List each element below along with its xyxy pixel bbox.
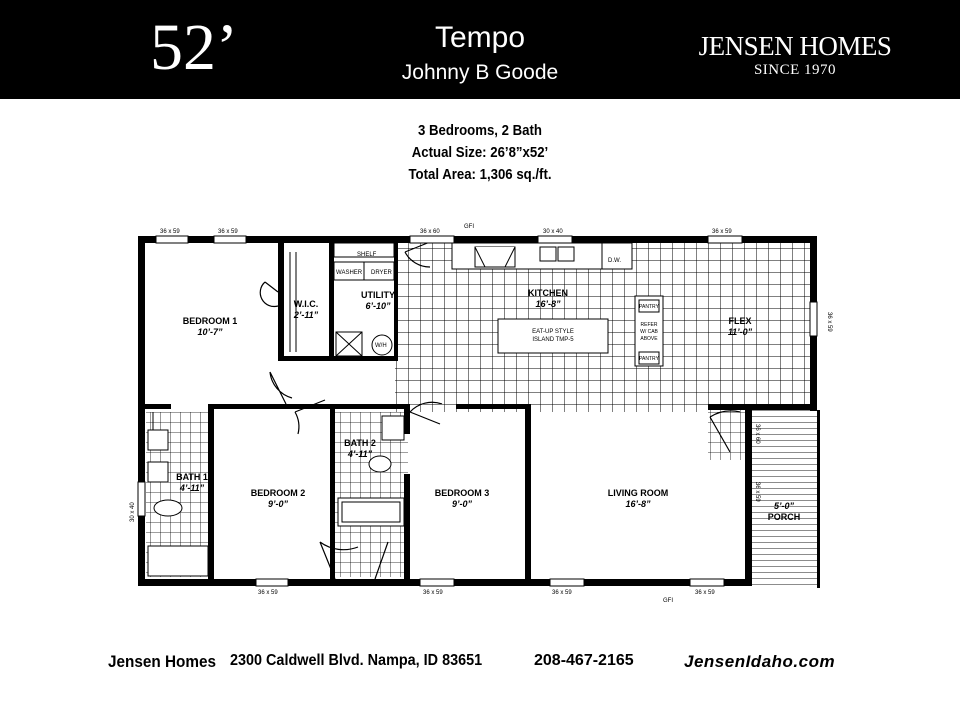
gfi-top: GFI [464, 224, 474, 230]
kitchen-label: KITCHEN [528, 288, 568, 298]
window-bottom-2: 36 x 59 [423, 590, 443, 596]
laundry [333, 242, 395, 357]
window-right-2: 36 x 60 [754, 424, 760, 444]
wic-label: W.I.C. [294, 299, 319, 309]
shelf-label: SHELF [357, 252, 377, 258]
actual-size: Actual Size: 26’8”x52’ [411, 144, 549, 161]
bed-bath-count: 3 Bedrooms, 2 Bath [418, 122, 542, 139]
window-top-1: 36 x 59 [160, 229, 180, 235]
bath2-dim: 4’-11” [347, 449, 373, 459]
bedroom3-label: BEDROOM 3 [435, 488, 490, 498]
header-bar: 52’ Tempo Johnny B Goode JENSEN HOMES SI… [0, 0, 960, 99]
bedroom1-label: BEDROOM 1 [183, 316, 238, 326]
bedroom1-dim: 10’-7” [197, 327, 223, 337]
window-top-3: 36 x 60 [420, 229, 440, 235]
washer-label: WASHER [336, 270, 363, 276]
dishwasher-label: D.W. [608, 258, 621, 264]
floor-plan: SHELF WASHER DRYER W/H D.W. EAT-UP STYLE… [130, 224, 832, 604]
doors [259, 241, 741, 580]
bath2-label: BATH 2 [344, 438, 376, 448]
bedroom3-dim: 9’-0” [452, 499, 473, 509]
window-bottom-3: 36 x 59 [552, 590, 572, 596]
window-right-3: 36 x 59 [754, 482, 760, 502]
porch-dim: 5’-0” [774, 501, 795, 511]
utility-label: UTILITY [361, 290, 395, 300]
pantry-bottom-label: PANTRY [639, 356, 659, 362]
footer-phone: 208-467-2165 [534, 652, 634, 669]
window-bottom-4: 36 x 59 [695, 590, 715, 596]
brand-logo: JENSEN HOMES [698, 31, 892, 61]
window-top-5: 36 x 59 [712, 229, 732, 235]
bath1-label: BATH 1 [176, 472, 208, 482]
footer-website[interactable]: JensenIdaho.com [684, 652, 836, 671]
footer-company: Jensen Homes [108, 652, 216, 671]
home-length: 52’ [150, 11, 238, 84]
gfi-bottom: GFI [663, 598, 673, 604]
window-left-1: 30 x 40 [130, 502, 136, 522]
total-area: Total Area: 1,306 sq./ft. [408, 166, 552, 183]
living-room-label: LIVING ROOM [608, 488, 669, 498]
brand-since: SINCE 1970 [753, 62, 837, 78]
porch-deck [750, 410, 820, 588]
model-name: Tempo [434, 21, 526, 54]
refer-label-2: W/ CAB [640, 329, 658, 335]
refer-label-1: REFER [641, 322, 658, 328]
pantry-top-label: PANTRY [639, 304, 659, 310]
flex-dim: 11’-0” [728, 327, 753, 337]
porch-tile-floor [708, 410, 750, 460]
series-name: Johnny B Goode [401, 61, 559, 84]
window-marks [137, 235, 818, 587]
island-label-2: ISLAND TMP-5 [532, 337, 574, 343]
bath1-dim: 4’-11” [179, 483, 205, 493]
flex-label: FLEX [728, 316, 751, 326]
refer-label-3: ABOVE [640, 336, 658, 342]
porch-label: PORCH [768, 512, 801, 522]
bedroom2-dim: 9’-0” [268, 499, 289, 509]
footer-address: 2300 Caldwell Blvd. Nampa, ID 83651 [230, 652, 483, 669]
utility-dim: 6’-10” [365, 301, 391, 311]
window-right-1: 36 x 59 [826, 312, 832, 332]
water-heater-label: W/H [375, 343, 387, 349]
wic-dim: 2’-11” [293, 310, 319, 320]
kitchen-fixtures [451, 242, 664, 367]
kitchen-dim: 16’-8” [535, 299, 561, 309]
window-bottom-1: 36 x 59 [258, 590, 278, 596]
living-room-dim: 16’-8” [625, 499, 651, 509]
bath-fixtures [147, 415, 405, 577]
dryer-label: DRYER [371, 270, 393, 276]
window-top-4: 30 x 40 [543, 229, 563, 235]
home-specs: 3 Bedrooms, 2 Bath Actual Size: 26’8”x52… [330, 120, 630, 186]
bedroom2-label: BEDROOM 2 [251, 488, 306, 498]
island-label-1: EAT-UP STYLE [532, 329, 574, 335]
window-top-2: 36 x 59 [218, 229, 238, 235]
